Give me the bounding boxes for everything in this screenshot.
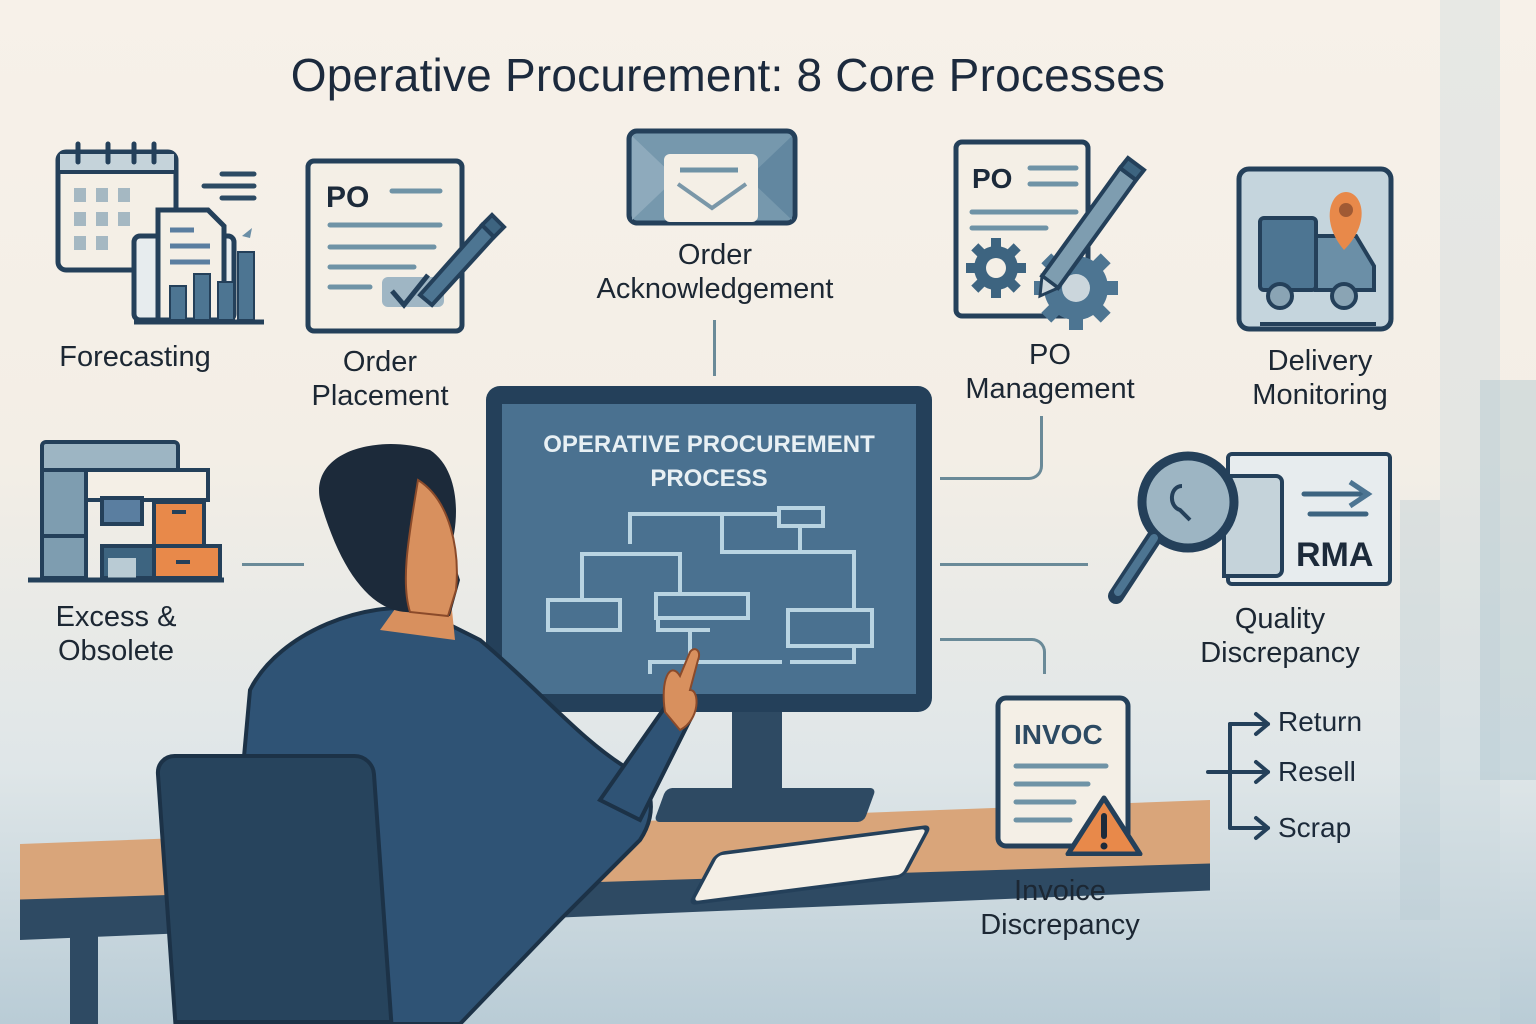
process-label: Invoice Discrepancy xyxy=(980,875,1140,941)
branch-arrows-icon xyxy=(1206,712,1270,840)
connector-line xyxy=(242,563,304,566)
connector-line xyxy=(713,320,716,376)
magnifier-rma-icon: RMA xyxy=(1108,451,1392,604)
po-document-gear-icon: PO xyxy=(953,139,1147,330)
warehouse-boxes-icon xyxy=(28,440,224,583)
truck-location-icon xyxy=(1236,166,1394,332)
invoc-text: INVOC xyxy=(1014,719,1103,750)
outcome-return: Return xyxy=(1278,706,1363,737)
connector-line xyxy=(940,416,1043,480)
background-building xyxy=(1480,380,1536,780)
process-label: Order Placement xyxy=(311,346,449,412)
calendar-chart-icon xyxy=(55,141,264,325)
background-building xyxy=(1400,500,1440,920)
office-chair xyxy=(154,754,394,1024)
po-document-check-icon: PO xyxy=(305,158,507,334)
process-label: Excess & Obsolete xyxy=(55,601,177,667)
outcome-resell: Resell xyxy=(1278,756,1356,787)
connector-line xyxy=(940,563,1088,566)
screen-title: OPERATIVE PROCUREMENT PROCESS xyxy=(543,431,875,492)
monitor-screen: OPERATIVE PROCUREMENT PROCESS xyxy=(502,404,916,694)
rma-text: RMA xyxy=(1296,536,1373,574)
envelope-icon xyxy=(626,128,798,226)
page-title: Operative Procurement: 8 Core Processes xyxy=(290,49,1166,101)
outcome-scrap: Scrap xyxy=(1278,812,1352,843)
process-label: Forecasting xyxy=(59,341,211,373)
process-label: PO Management xyxy=(965,339,1135,405)
desk-leg xyxy=(70,900,98,1024)
quality-outcomes: Return Resell Scrap xyxy=(1200,700,1400,850)
po-text: PO xyxy=(326,181,369,214)
process-label: Quality Discrepancy xyxy=(1200,603,1360,669)
monitor-stand xyxy=(732,712,782,792)
connector-line xyxy=(940,638,1046,674)
flowchart-diagram xyxy=(546,506,874,674)
svg-text:PO: PO xyxy=(972,163,1012,194)
process-label: Delivery Monitoring xyxy=(1252,345,1388,411)
gear-icon xyxy=(966,238,1026,298)
background-window-pillar xyxy=(1440,0,1500,1024)
process-label: Order Acknowledgement xyxy=(596,239,834,305)
invoice-warning-icon: INVOC xyxy=(995,695,1143,856)
